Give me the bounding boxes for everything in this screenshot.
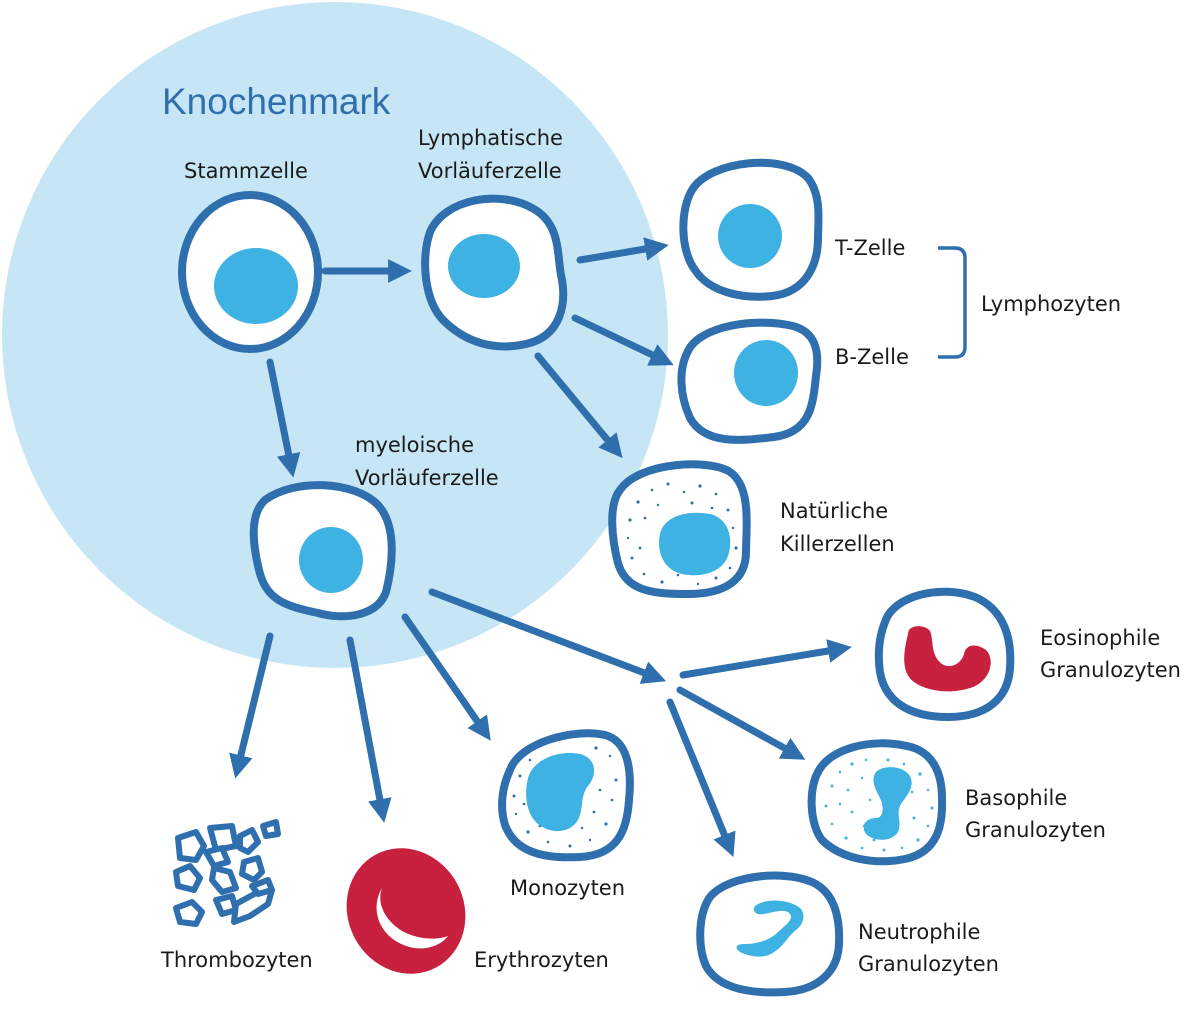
basophil xyxy=(807,739,947,866)
basophils-label-line1: Basophile xyxy=(965,786,1068,810)
stem-cell-nucleus xyxy=(214,248,298,324)
t-cell-nucleus xyxy=(718,204,782,268)
neutrophils-label-line2: Granulozyten xyxy=(858,952,999,976)
erythrocyte xyxy=(346,848,466,974)
b-cell-label: B-Zelle xyxy=(835,345,909,369)
arrow-stem-to-myeloid xyxy=(266,358,301,478)
arrow-myeloid-to-branch xyxy=(428,588,667,684)
nk-cells-label-line2: Killerzellen xyxy=(780,532,895,556)
eosinophil xyxy=(874,587,1015,722)
myeloid-progenitor-cell xyxy=(249,481,396,621)
myeloid-progenitor-label-line1: myeloische xyxy=(355,433,475,457)
arrow-myeloid-to-thrombocyte xyxy=(229,632,274,779)
nk-cell xyxy=(608,460,751,599)
monocyte xyxy=(498,729,634,862)
myeloid-progenitor-label-line2: Vorläuferzelle xyxy=(355,466,499,490)
lymphocytes-bracket xyxy=(938,246,967,359)
eosinophils-label-line1: Eosinophile xyxy=(1040,626,1161,650)
nk-cell-granules xyxy=(626,482,738,586)
arrow-branch-to-basophil xyxy=(676,686,806,760)
nk-cells-label-line1: Natürliche xyxy=(780,499,889,523)
monocyte-nucleus xyxy=(526,753,595,832)
neutrophil-nucleus xyxy=(736,900,804,957)
arrow-branch-to-neutrophil xyxy=(666,698,736,858)
t-cell xyxy=(679,158,823,301)
basophil-nucleus xyxy=(863,767,912,840)
neutrophil xyxy=(696,871,844,997)
lymphoid-progenitor-label-line2: Vorläuferzelle xyxy=(418,159,562,183)
lymphoid-progenitor-label-line1: Lymphatische xyxy=(418,126,563,150)
bone-marrow-region xyxy=(2,2,668,668)
arrows xyxy=(229,237,852,858)
arrow-lymphoid-to-nk xyxy=(534,352,623,459)
arrow-lymphoid-to-bcell xyxy=(571,314,674,366)
arrow-branch-to-eosinophil xyxy=(679,639,852,679)
basophils-label-line2: Granulozyten xyxy=(965,818,1106,842)
lymphocytes-label: Lymphozyten xyxy=(981,292,1122,316)
eosinophil-nucleus xyxy=(904,626,991,692)
stem-cell-label: Stammzelle xyxy=(184,159,308,183)
arrow-lymphoid-to-tcell xyxy=(576,237,669,264)
monocytes-label: Monozyten xyxy=(510,876,626,900)
bone-marrow-label: Knochenmark xyxy=(162,81,391,122)
lymphoid-progenitor-nucleus xyxy=(448,234,520,298)
basophil-granules xyxy=(824,758,934,852)
t-cell-label: T-Zelle xyxy=(835,236,906,260)
b-cell-nucleus xyxy=(734,340,798,406)
thrombocytes-label: Thrombozyten xyxy=(161,948,313,972)
nk-cell-nucleus xyxy=(658,512,731,576)
neutrophils-label-line1: Neutrophile xyxy=(858,920,981,944)
eosinophils-label-line2: Granulozyten xyxy=(1040,658,1181,682)
thrombocytes xyxy=(173,819,281,927)
erythrocyte-highlight xyxy=(376,888,448,949)
myeloid-progenitor-nucleus xyxy=(299,527,363,593)
arrow-myeloid-to-erythrocyte xyxy=(346,636,392,823)
b-cell xyxy=(677,318,822,444)
stem-cell xyxy=(178,191,322,353)
erythrocytes-label: Erythrozyten xyxy=(474,948,609,972)
arrow-myeloid-to-monocyte xyxy=(401,613,491,741)
lymphoid-progenitor-cell xyxy=(421,194,568,351)
